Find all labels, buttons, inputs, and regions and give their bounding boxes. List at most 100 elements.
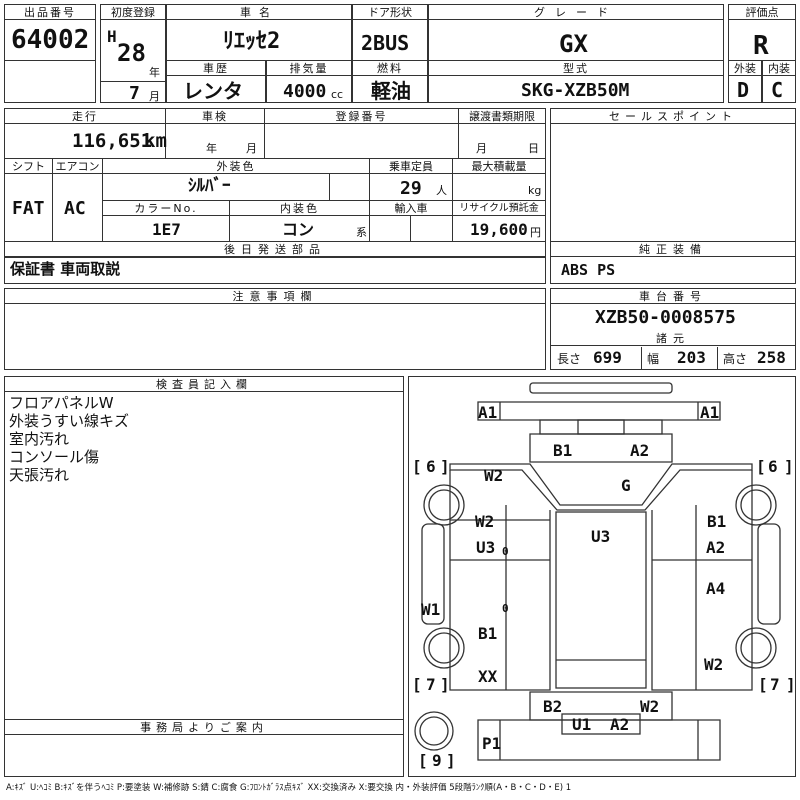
damage-front-right: A1 (700, 403, 719, 422)
damage-front-left: A1 (478, 403, 497, 422)
damage-left-u3: U3 (476, 538, 495, 557)
capacity-label: 乗車定員 (370, 159, 452, 174)
car-name-label: 車名 (167, 5, 351, 20)
exterior-score-label: 外装 (729, 61, 761, 76)
exterior-score-cell: 外装 D (728, 60, 762, 103)
svg-text:]: ] (784, 457, 794, 476)
inspector-notes-label: 検査員記入欄 (5, 377, 403, 392)
svg-text:[: [ (418, 751, 428, 770)
damage-roof-u3: U3 (591, 527, 610, 546)
transfer-day-unit: 日 (528, 142, 539, 155)
damage-right-a2: A2 (706, 538, 725, 557)
fuel-cell: 燃料 軽油 (352, 60, 428, 103)
svg-text:[: [ (756, 457, 766, 476)
lot-number-blank (4, 60, 96, 103)
inspector-note: フロアパネルW (9, 394, 114, 412)
damage-right-a4: A4 (706, 579, 725, 598)
inspection-label: 車検 (166, 109, 264, 124)
length-label: 長さ (557, 352, 582, 366)
accessories-value: 保証書 車両取説 (10, 260, 121, 278)
car-name-value: ﾘｴｯｾ2 (223, 29, 281, 54)
mileage-value: 116,651 (72, 130, 153, 152)
inspection-year-unit: 年 (206, 142, 217, 155)
damage-bumper-b1: B1 (553, 441, 572, 460)
damage-map-frame (408, 376, 796, 777)
tires (414, 484, 777, 751)
svg-text:]: ] (446, 751, 456, 770)
right-side-panel (651, 470, 753, 691)
inspector-note: コンソール傷 (9, 448, 100, 466)
lot-number-value: 64002 (11, 25, 90, 55)
tire-front-right-value: 6 (768, 457, 778, 476)
color-number-value: 1E7 (152, 220, 181, 239)
month-unit: 月 (149, 90, 160, 103)
tire-brackets: [] [] [] [] [] (412, 457, 796, 770)
transfer-deadline-label: 譲渡書類期限 (459, 109, 545, 124)
inspection-month-unit: 月 (246, 142, 257, 155)
damage-left-front: W2 (484, 466, 503, 485)
damage-right-b1: B1 (707, 512, 726, 531)
interior-color-value: コン (282, 220, 315, 239)
model-code-cell: 型式 SKG-XZB50M (428, 60, 724, 103)
grade-label: グレード (429, 5, 723, 20)
front-face (529, 433, 673, 463)
interior-score-cell: 内装 C (762, 60, 796, 103)
accessories-row (4, 241, 546, 284)
damage-right-w2: W2 (704, 655, 723, 674)
grade-value: GX (559, 30, 588, 58)
import-label: 輸入車 (370, 201, 452, 216)
first-registration-label: 初度登録 (101, 5, 165, 20)
car-history-label: 車歴 (167, 61, 265, 76)
score-cell: 評価点 R (728, 4, 796, 61)
front-bumper-top (529, 382, 673, 394)
inspector-note: 外装うすい線キズ (9, 412, 130, 430)
exterior-color-value: ｼﾙﾊﾞｰ (188, 176, 231, 196)
door-type-cell: ドア形状 2BUS (352, 4, 428, 61)
svg-text:[: [ (412, 675, 422, 694)
displacement-cell: 排気量 4000 cc (266, 60, 352, 103)
first-registration-cell: 初度登録 H 28 年 7 月 (100, 4, 166, 103)
front-fender-strip (477, 401, 721, 421)
equipment-label: 純正装備 (551, 242, 795, 257)
office-notice-block: 事務局よりご案内 (4, 719, 404, 777)
damage-left-b1: B1 (478, 624, 497, 643)
tire-front-left (423, 484, 465, 526)
fuel-value: 軽油 (371, 79, 411, 103)
year-unit: 年 (149, 66, 160, 79)
chassis-block: 車台番号 XZB50-0008575 諸元 長さ 699 幅 203 高さ 25… (550, 288, 796, 370)
displacement-unit: cc (331, 88, 344, 101)
width-label: 幅 (647, 352, 660, 366)
damage-left-side-w2: W2 (475, 512, 494, 531)
damage-rear-p1: P1 (482, 734, 501, 753)
shift-value: FAT (12, 198, 45, 219)
front-bumper (539, 419, 663, 435)
model-code-value: SKG-XZB50M (521, 80, 630, 101)
interior-color-label: 内装色 (230, 201, 369, 216)
shift-label: シフト (5, 159, 52, 174)
tire-rear-right (735, 627, 777, 669)
recycle-fee-value: 19,600 (470, 220, 528, 239)
inspector-note: 室内汚れ (9, 430, 70, 448)
damage-left-xx: XX (478, 667, 498, 686)
exterior-score-value: D (737, 78, 750, 102)
sales-points-label: セールスポイント (551, 109, 795, 124)
spare-tire-value: 9 (432, 751, 442, 770)
registration-number-label: 登録番号 (265, 109, 458, 124)
door-type-value: 2BUS (361, 31, 410, 55)
tire-rear-left (423, 627, 465, 669)
inspector-note: 天張汚れ (9, 466, 70, 484)
equipment-block: 純正装備 ABS PS (550, 241, 796, 284)
era-mark: H (107, 27, 117, 46)
damage-rear-u1: U1 (572, 715, 591, 734)
car-name-cell: 車名 ﾘｴｯｾ2 (166, 4, 352, 61)
damage-left-zero-a: 0 (502, 545, 509, 558)
svg-text:]: ] (440, 457, 450, 476)
svg-text:[: [ (412, 457, 422, 476)
office-notice-label: 事務局よりご案内 (5, 720, 403, 735)
width-value: 203 (677, 348, 706, 367)
left-side-panel (449, 470, 551, 691)
tire-rear-right-value: 7 (770, 675, 780, 694)
interior-score-value: C (771, 78, 784, 102)
legend: A:ｷｽﾞ U:ﾍｺﾐ B:ｷｽﾞを伴うﾍｺﾐ P:要塗装 W:補修跡 S:錆 … (6, 783, 572, 793)
